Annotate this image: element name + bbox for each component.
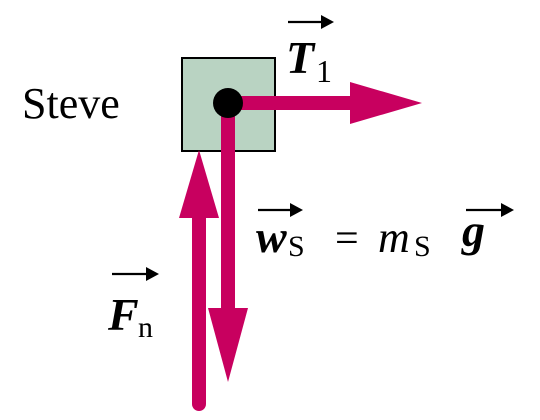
tension-arrow: [221, 82, 422, 124]
weight-vector-arrow: [258, 203, 303, 217]
normal-force-arrow: [179, 150, 219, 411]
normal-force-label: F n: [107, 267, 159, 344]
normal-force-vector-arrow: [112, 267, 159, 281]
object-name-label: Steve: [22, 79, 120, 128]
tension-label: T 1: [286, 15, 334, 89]
weight-label: w S = m S g: [256, 203, 514, 263]
weight-arrow: [208, 96, 248, 382]
tension-symbol: T: [286, 32, 316, 83]
mass-symbol: m: [378, 213, 410, 262]
normal-force-subscript: n: [138, 311, 153, 344]
tension-vector-arrow: [288, 15, 334, 29]
weight-subscript: S: [288, 230, 305, 263]
tension-subscript: 1: [316, 53, 332, 89]
gravity-symbol: g: [461, 205, 485, 256]
mass-subscript: S: [414, 230, 431, 263]
gravity-vector-arrow: [466, 203, 514, 217]
normal-force-symbol: F: [107, 289, 139, 340]
center-point: [213, 88, 243, 118]
weight-symbol: w: [256, 211, 287, 262]
equals-sign: =: [335, 216, 359, 262]
